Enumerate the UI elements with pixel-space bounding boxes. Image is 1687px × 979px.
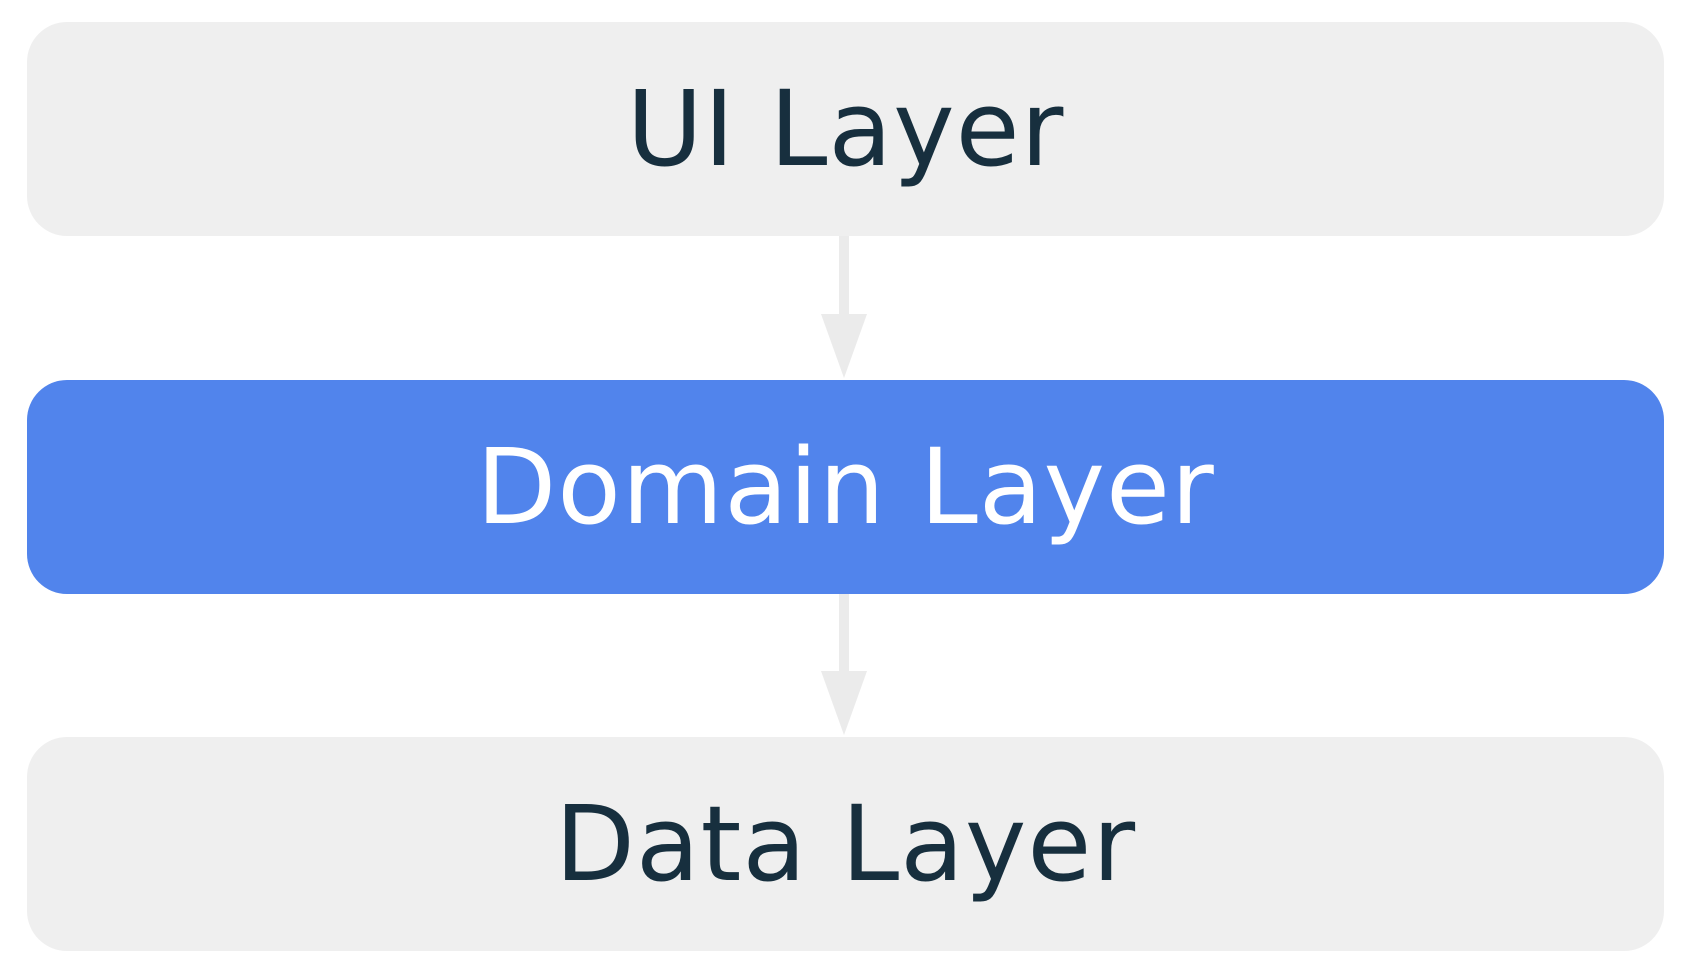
arrow-ui-to-domain <box>821 236 867 378</box>
data-layer-label: Data Layer <box>554 783 1137 905</box>
arrow-head <box>821 314 867 378</box>
data-layer-box: Data Layer <box>27 737 1664 951</box>
arrow-shaft <box>839 594 849 674</box>
domain-layer-box: Domain Layer <box>27 380 1664 594</box>
ui-layer-box: UI Layer <box>27 22 1664 236</box>
arrow-domain-to-data <box>821 594 867 735</box>
arrow-head <box>821 671 867 735</box>
domain-layer-label: Domain Layer <box>476 426 1215 548</box>
ui-layer-label: UI Layer <box>626 68 1065 190</box>
arrow-shaft <box>839 236 849 316</box>
